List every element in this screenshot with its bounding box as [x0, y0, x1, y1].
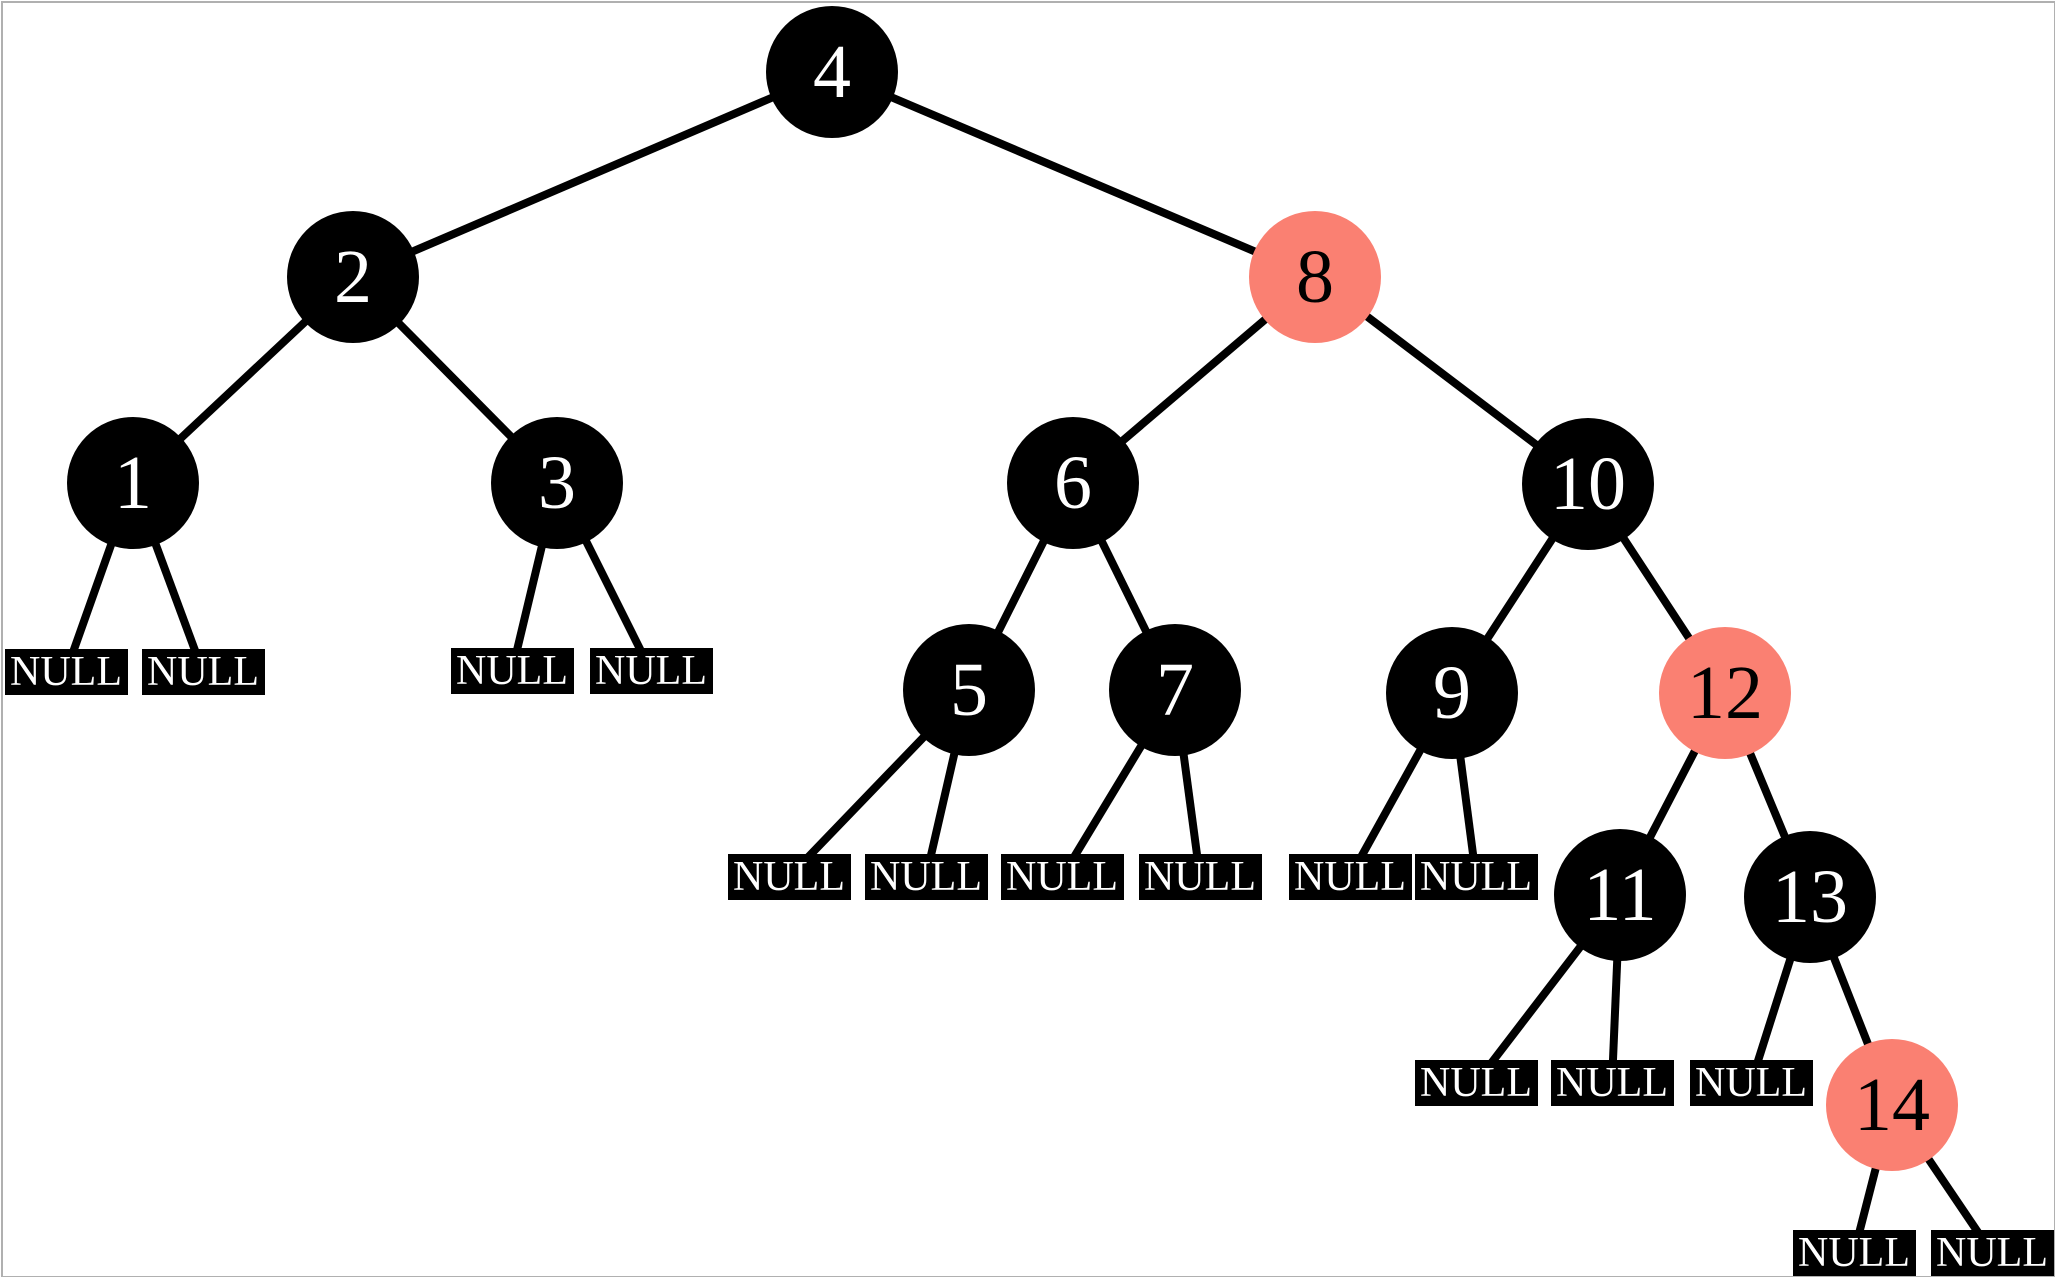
null-leaf-label: NULL — [733, 854, 845, 900]
null-leaf-box: NULL — [1792, 1230, 1916, 1276]
tree-node-11: 11 — [1554, 829, 1686, 961]
tree-edge — [830, 68, 1317, 281]
tree-edge — [351, 68, 834, 281]
tree-node-7: 7 — [1109, 624, 1241, 756]
null-leaf-label: NULL — [1798, 1230, 1910, 1276]
tree-node-label: 9 — [1433, 651, 1471, 735]
null-leaf-box: NULL — [1414, 854, 1538, 900]
null-leaf-label: NULL — [456, 648, 568, 694]
tree-node-14: 14 — [1826, 1039, 1958, 1171]
null-leaf-box: NULL — [589, 648, 713, 694]
tree-node-9: 9 — [1386, 627, 1518, 759]
tree-node-label: 14 — [1854, 1063, 1930, 1147]
null-leaf-box: NULL — [727, 854, 851, 900]
tree-node-label: 2 — [334, 235, 372, 319]
null-leaf-label: NULL — [1420, 854, 1532, 900]
null-leaf-box: NULL — [1414, 1060, 1538, 1106]
tree-node-10: 10 — [1522, 418, 1654, 550]
null-leaf-label: NULL — [870, 854, 982, 900]
null-leaf-label: NULL — [1294, 854, 1406, 900]
null-leaf-label: NULL — [147, 649, 259, 695]
tree-node-label: 7 — [1156, 648, 1194, 732]
null-leaf-box: NULL — [1288, 854, 1412, 900]
null-leaf-box: NULL — [1689, 1060, 1813, 1106]
tree-node-13: 13 — [1744, 831, 1876, 963]
tree-node-12: 12 — [1659, 627, 1791, 759]
tree-node-label: 3 — [538, 441, 576, 525]
tree-node-label: 5 — [950, 648, 988, 732]
tree-node-label: 12 — [1687, 651, 1763, 735]
null-leaf-label: NULL — [1006, 854, 1118, 900]
null-leaf-label: NULL — [1144, 854, 1256, 900]
null-leaf-box: NULL — [864, 854, 988, 900]
tree-node-label: 6 — [1054, 441, 1092, 525]
tree-node-label: 8 — [1296, 235, 1334, 319]
tree-node-5: 5 — [903, 624, 1035, 756]
null-leaf-label: NULL — [1420, 1060, 1532, 1106]
null-leaf-box: NULL — [450, 648, 574, 694]
tree-node-4: 4 — [766, 6, 898, 138]
null-leaf-box: NULL — [141, 649, 265, 695]
null-leaf-label: NULL — [595, 648, 707, 694]
tree-node-1: 1 — [67, 417, 199, 549]
null-leaf-label: NULL — [1936, 1230, 2048, 1276]
tree-node-2: 2 — [287, 211, 419, 343]
null-leaf-label: NULL — [1556, 1060, 1668, 1106]
tree-node-8: 8 — [1249, 211, 1381, 343]
tree-node-label: 11 — [1583, 853, 1657, 937]
null-leaf-box: NULL — [1550, 1060, 1674, 1106]
null-leaf-box: NULL — [1930, 1230, 2054, 1276]
tree-node-label: 13 — [1772, 855, 1848, 939]
tree-node-6: 6 — [1007, 417, 1139, 549]
tree-node-label: 10 — [1550, 442, 1626, 526]
tree-node-3: 3 — [491, 417, 623, 549]
tree-node-label: 1 — [114, 441, 152, 525]
null-leaf-label: NULL — [10, 649, 122, 695]
null-leaf-box: NULL — [1000, 854, 1124, 900]
tree-node-label: 4 — [813, 30, 851, 114]
null-leaf-box: NULL — [1138, 854, 1262, 900]
null-leaf-box: NULL — [4, 649, 128, 695]
null-leaf-label: NULL — [1695, 1060, 1807, 1106]
